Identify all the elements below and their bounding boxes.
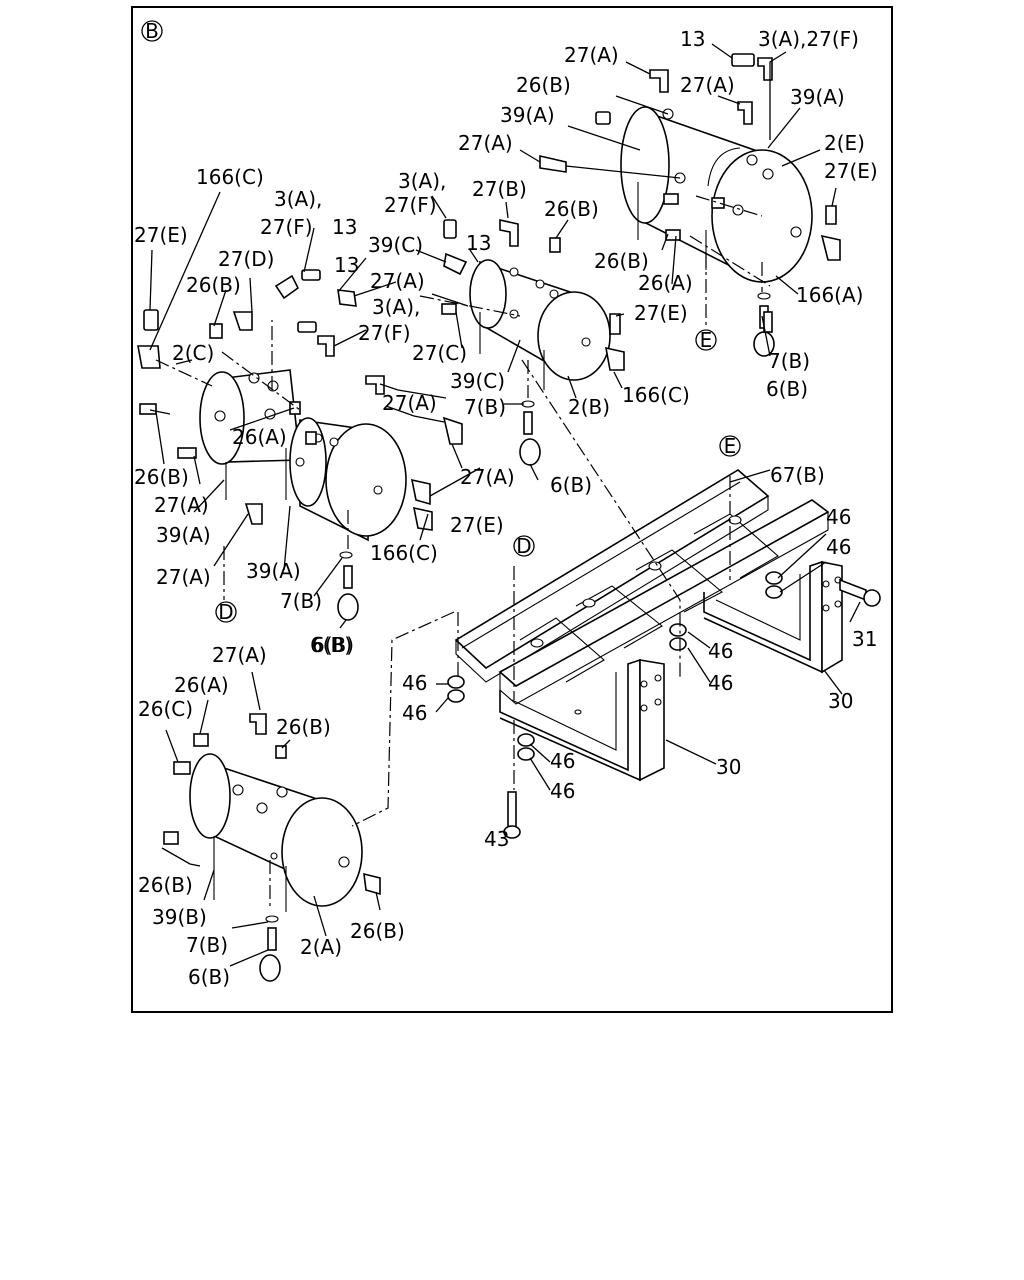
- callout-label: 26(B): [544, 197, 599, 221]
- callout-label: 26(B): [134, 465, 189, 489]
- callout-label: 27(E): [634, 301, 688, 325]
- callout-label: 39(C): [450, 369, 505, 393]
- callout-label: 6(B): [188, 965, 230, 989]
- callout-label: 26(B): [594, 249, 649, 273]
- fittings: [137, 53, 881, 896]
- callout-label: 27(A): [680, 73, 735, 97]
- callout-label: 46: [826, 535, 851, 559]
- callout-label: 67(B): [770, 463, 825, 487]
- callout-label: 43: [484, 827, 509, 851]
- callout-label: 2(C): [172, 341, 214, 365]
- callout-label: 3(A),: [372, 295, 420, 319]
- callout-label: 39(A): [246, 559, 301, 583]
- callout-label: 26(C): [138, 697, 193, 721]
- callout-label: 26(B): [516, 73, 571, 97]
- callout-label: 26(B): [350, 919, 405, 943]
- callout-label: 46: [550, 749, 575, 773]
- callout-label: 3(A),: [274, 187, 322, 211]
- callout-label: 166(C): [370, 541, 438, 565]
- diagram-frame: [131, 6, 893, 1013]
- connection-mark-d-frame: D: [513, 534, 535, 558]
- callout-label: 166(A): [796, 283, 863, 307]
- callout-label: 7(B): [768, 349, 810, 373]
- callout-label: 7(B): [280, 589, 322, 613]
- callout-label: 2(E): [824, 131, 865, 155]
- svg-text:D: D: [516, 534, 531, 558]
- callout-label: 27(A): [154, 493, 209, 517]
- view-marker-b: B: [141, 19, 163, 43]
- callout-label: 13: [332, 215, 357, 239]
- air-tank-2e: [620, 106, 813, 283]
- callout-label: 30: [716, 755, 741, 779]
- callout-label: 7(B): [464, 395, 506, 419]
- callout-label: 26(B): [138, 873, 193, 897]
- callout-labels: 13 3(A),27(F) 27(A) 26(B) 27(A) 39(A) 39…: [134, 27, 878, 989]
- callout-label: 39(A): [790, 85, 845, 109]
- frame-assembly: [454, 469, 843, 782]
- callout-label: 27(A): [212, 643, 267, 667]
- callout-label: 46: [708, 671, 733, 695]
- callout-label: 6(B): [550, 473, 592, 497]
- callout-label: 26(B): [186, 273, 241, 297]
- callout-label: 27(A): [382, 391, 437, 415]
- leader-lines: [149, 43, 861, 967]
- svg-text:E: E: [724, 434, 737, 458]
- connection-mark-e-upper: E: [695, 328, 717, 352]
- callout-label: 46: [826, 505, 851, 529]
- callout-label: 27(C): [412, 341, 467, 365]
- air-tank-2a: [189, 753, 363, 912]
- connection-mark-e-lower: E: [719, 434, 741, 458]
- callout-label: 27(E): [134, 223, 188, 247]
- callout-label: 39(B): [152, 905, 207, 929]
- callout-label: 27(E): [450, 513, 504, 537]
- callout-label: 30: [828, 689, 853, 713]
- callout-label: 7(B): [186, 933, 228, 957]
- callout-label: 2(A): [300, 935, 342, 959]
- callout-label: 27(A): [460, 465, 515, 489]
- svg-text:E: E: [700, 328, 713, 352]
- callout-label: 27(D): [218, 247, 274, 271]
- callout-label: 6(B): [312, 633, 354, 657]
- callout-label: 166(C): [622, 383, 690, 407]
- callout-label: 46: [402, 701, 427, 725]
- callout-label: 3(A),: [398, 169, 446, 193]
- callout-label: 27(A): [458, 131, 513, 155]
- callout-label: 27(F): [260, 215, 313, 239]
- callout-label: 6(B): [310, 633, 352, 657]
- callout-label: 13: [680, 27, 705, 51]
- callout-label: 46: [402, 671, 427, 695]
- callout-label: 27(B): [472, 177, 527, 201]
- callout-label: 46: [708, 639, 733, 663]
- callout-label: 27(F): [384, 193, 437, 217]
- pipe-center-lines: [155, 195, 771, 910]
- view-marker-label: B: [145, 19, 159, 43]
- callout-label: 26(B): [276, 715, 331, 739]
- callout-label: 27(F): [358, 321, 411, 345]
- callout-label: 166(C): [196, 165, 264, 189]
- callout-label: 26(A): [232, 425, 287, 449]
- callout-label: 27(E): [824, 159, 878, 183]
- callout-label: 39(C): [368, 233, 423, 257]
- callout-label: 27(A): [564, 43, 619, 67]
- callout-label: 13: [334, 253, 359, 277]
- air-tank-2b: [469, 259, 611, 390]
- callout-label: 2(B): [568, 395, 610, 419]
- air-tank-left-second: [289, 417, 407, 542]
- callout-label: 13: [466, 231, 491, 255]
- connection-mark-d-left: D: [215, 600, 237, 624]
- callout-label: 27(A): [370, 269, 425, 293]
- svg-text:D: D: [218, 600, 233, 624]
- callout-label: 39(A): [156, 523, 211, 547]
- callout-label: 27(A): [156, 565, 211, 589]
- callout-label: 6(B): [766, 377, 808, 401]
- callout-label: 26(A): [638, 271, 693, 295]
- callout-label: 31: [852, 627, 877, 651]
- callout-label: 26(A): [174, 673, 229, 697]
- callout-label: 3(A),27(F): [758, 27, 859, 51]
- callout-label: 46: [550, 779, 575, 803]
- callout-label: 39(A): [500, 103, 555, 127]
